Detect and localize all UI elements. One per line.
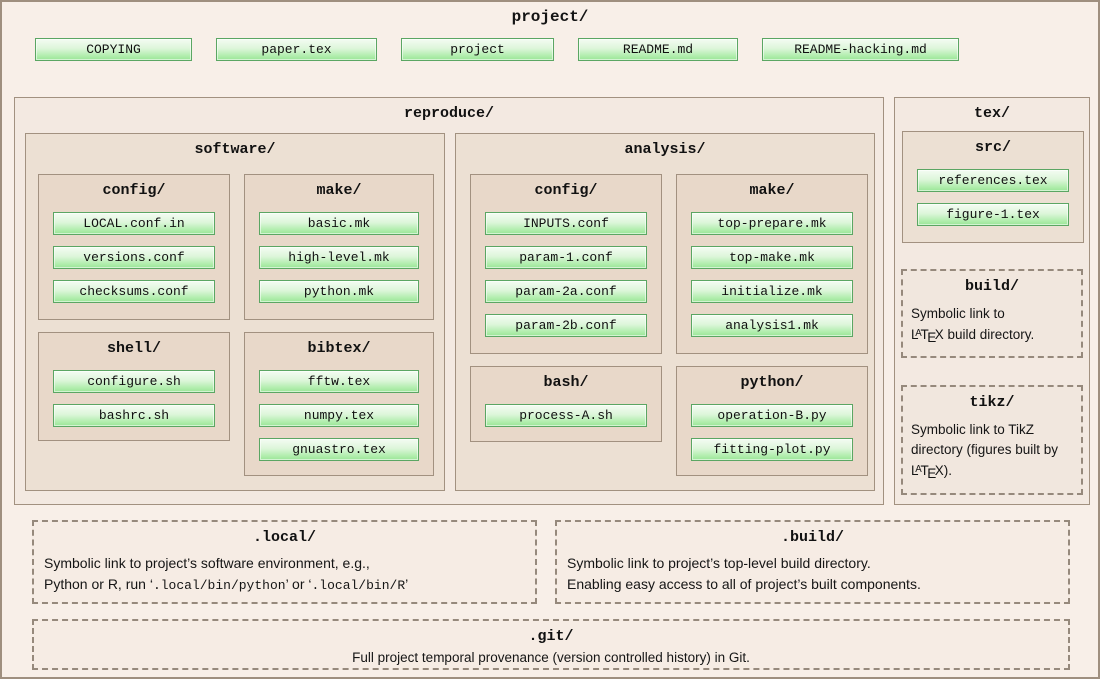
dir-title-tex-build: build/	[964, 278, 1019, 295]
dir-title-analysis: analysis/	[624, 141, 706, 158]
file-chip-analysis1-mk: analysis1.mk	[691, 314, 853, 337]
dir-box-bash: bash/ process-A.sh	[470, 366, 662, 442]
inline-code-local-bin-r: .local/bin/R	[311, 578, 406, 593]
dir-title-analysis-config: config/	[534, 182, 598, 199]
file-chip-basic-mk: basic.mk	[259, 212, 419, 235]
tikz-description: Symbolic link to TikZ directory (figures…	[911, 422, 1059, 482]
file-chip-param-1-conf: param-1.conf	[485, 246, 647, 269]
file-chip-references-tex: references.tex	[917, 169, 1069, 192]
dir-title-software: software/	[194, 141, 276, 158]
dir-box-build-root: .build/ Symbolic link to project’s top-l…	[555, 520, 1070, 604]
file-chip-project-script: project	[401, 38, 554, 61]
file-chip-python-mk: python.mk	[259, 280, 419, 303]
dir-box-analysis-config: config/ INPUTS.conf param-1.conf param-2…	[470, 174, 662, 354]
dir-box-python: python/ operation-B.py fitting-plot.py	[676, 366, 868, 476]
dir-box-tex-build: build/ Symbolic link to LATEX build dire…	[901, 269, 1083, 358]
dir-box-tex: tex/ src/ references.tex figure-1.tex bu…	[894, 97, 1090, 505]
dir-box-software: software/ config/ LOCAL.conf.in versions…	[25, 133, 445, 491]
file-chip-bashrc-sh: bashrc.sh	[53, 404, 215, 427]
local-description-line1: Symbolic link to project’s software envi…	[44, 555, 370, 571]
dir-box-bibtex: bibtex/ fftw.tex numpy.tex gnuastro.tex	[244, 332, 434, 476]
inline-code-local-bin-python: .local/bin/python	[152, 578, 286, 593]
file-chip-local-conf-in: LOCAL.conf.in	[53, 212, 215, 235]
dir-title-software-make: make/	[316, 182, 362, 199]
git-description: Full project temporal provenance (versio…	[352, 650, 750, 665]
local-description-line2: Python or R, run ‘.local/bin/python’ or …	[44, 576, 409, 593]
dir-box-analysis: analysis/ config/ INPUTS.conf param-1.co…	[455, 133, 875, 491]
dir-title-analysis-make: make/	[749, 182, 795, 199]
file-chip-param-2b-conf: param-2b.conf	[485, 314, 647, 337]
project-root-files: COPYING paper.tex project README.md READ…	[35, 38, 959, 61]
dir-box-tikz: tikz/ Symbolic link to TikZ directory (f…	[901, 385, 1083, 495]
dir-box-analysis-make: make/ top-prepare.mk top-make.mk initial…	[676, 174, 868, 354]
file-chip-configure-sh: configure.sh	[53, 370, 215, 393]
dir-title-tex: tex/	[973, 105, 1010, 122]
file-chip-numpy-tex: numpy.tex	[259, 404, 419, 427]
file-chip-gnuastro-tex: gnuastro.tex	[259, 438, 419, 461]
dir-title-git: .git/	[528, 628, 574, 645]
dir-title-python: python/	[740, 374, 804, 391]
file-chip-readme-hacking-md: README-hacking.md	[762, 38, 959, 61]
file-chip-fftw-tex: fftw.tex	[259, 370, 419, 393]
build-root-description-line1: Symbolic link to project’s top-level bui…	[567, 555, 871, 571]
file-chip-fitting-plot-py: fitting-plot.py	[691, 438, 853, 461]
dir-box-git: .git/ Full project temporal provenance (…	[32, 619, 1070, 670]
file-chip-versions-conf: versions.conf	[53, 246, 215, 269]
file-chip-high-level-mk: high-level.mk	[259, 246, 419, 269]
build-root-description: Symbolic link to project’s top-level bui…	[557, 548, 1068, 595]
file-chip-figure-1-tex: figure-1.tex	[917, 203, 1069, 226]
dir-title-local: .local/	[252, 529, 316, 546]
latex-logo: LATEX	[911, 462, 944, 482]
file-chip-paper-tex: paper.tex	[216, 38, 377, 61]
file-chip-copying: COPYING	[35, 38, 192, 61]
file-chip-process-a-sh: process-A.sh	[485, 404, 647, 427]
dir-title-bash: bash/	[543, 374, 589, 391]
dir-title-tikz: tikz/	[969, 394, 1015, 411]
dir-box-src: src/ references.tex figure-1.tex	[902, 131, 1084, 243]
file-chip-param-2a-conf: param-2a.conf	[485, 280, 647, 303]
dir-title-reproduce: reproduce/	[403, 105, 494, 122]
dir-title-software-config: config/	[102, 182, 166, 199]
dir-box-local: .local/ Symbolic link to project’s softw…	[32, 520, 537, 604]
file-chip-top-make-mk: top-make.mk	[691, 246, 853, 269]
dir-box-software-config: config/ LOCAL.conf.in versions.conf chec…	[38, 174, 230, 320]
tex-build-description: Symbolic link to LATEX build directory.	[911, 306, 1035, 346]
local-description: Symbolic link to project’s software envi…	[34, 548, 535, 596]
latex-logo: LATEX	[911, 326, 944, 346]
file-chip-readme-md: README.md	[578, 38, 738, 61]
project-root-label: project/	[511, 8, 589, 26]
file-chip-top-prepare-mk: top-prepare.mk	[691, 212, 853, 235]
dir-box-reproduce: reproduce/ software/ config/ LOCAL.conf.…	[14, 97, 884, 505]
file-chip-checksums-conf: checksums.conf	[53, 280, 215, 303]
dir-title-shell: shell/	[106, 340, 161, 357]
dir-box-software-make: make/ basic.mk high-level.mk python.mk	[244, 174, 434, 320]
file-chip-initialize-mk: initialize.mk	[691, 280, 853, 303]
dir-title-build-root: .build/	[780, 529, 844, 546]
dir-title-bibtex: bibtex/	[307, 340, 371, 357]
build-root-description-line2: Enabling easy access to all of project’s…	[567, 576, 921, 592]
dir-title-src: src/	[974, 139, 1011, 156]
dir-box-shell: shell/ configure.sh bashrc.sh	[38, 332, 230, 441]
file-chip-operation-b-py: operation-B.py	[691, 404, 853, 427]
file-chip-inputs-conf: INPUTS.conf	[485, 212, 647, 235]
